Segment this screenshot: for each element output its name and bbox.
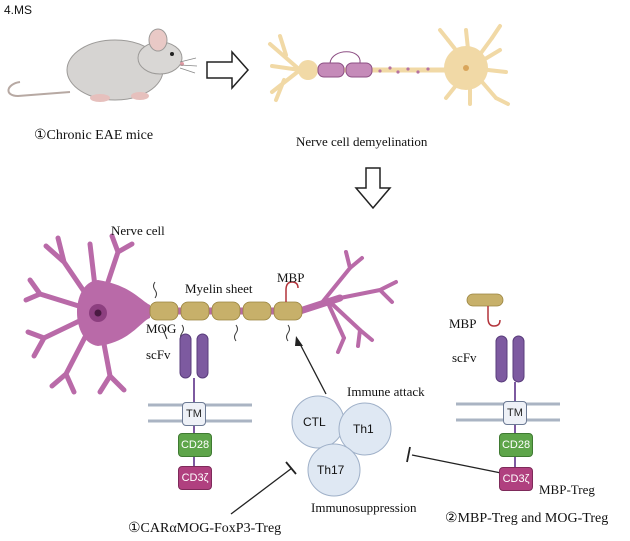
immunosuppression-label: Immunosuppression <box>311 500 417 515</box>
right-arrow-icon <box>206 50 250 90</box>
down-arrow-icon <box>354 167 392 210</box>
tm-box-left: TM <box>182 402 206 426</box>
step1-label: ①Chronic EAE mice <box>34 128 154 143</box>
step2-label: Nerve cell demyelination <box>296 134 428 149</box>
therapy1-label: ①CARαMOG-FoxP3-Treg <box>128 521 282 536</box>
cd28-box-left: CD28 <box>178 433 212 457</box>
nerve-cell-label: Nerve cell <box>111 223 165 238</box>
cell-th17: Th17 <box>317 463 345 477</box>
inhibition-line-left <box>230 467 293 515</box>
myelin-label: Myelin sheet <box>185 281 253 296</box>
cell-th1: Th1 <box>353 422 374 436</box>
cd3-box-left: CD3ζ <box>178 466 212 490</box>
cd3-box-right: CD3ζ <box>499 467 533 491</box>
scfv-label-left: scFv <box>146 347 171 362</box>
section-label: 4.MS <box>4 3 33 17</box>
mog-label: MOG <box>146 321 177 336</box>
tm-box-right: TM <box>503 401 527 425</box>
demyelinated-neuron <box>268 24 510 106</box>
cd28-box-right: CD28 <box>499 433 533 457</box>
immune-attack-label: Immune attack <box>347 384 425 399</box>
mbp-label-top: MBP <box>277 270 305 285</box>
attack-arrowhead-icon <box>295 336 303 346</box>
mbp-label-right: MBP <box>449 316 477 331</box>
cell-ctl: CTL <box>303 415 326 429</box>
scfv-label-right: scFv <box>452 350 477 365</box>
inhibition-line-right <box>411 454 507 475</box>
nerve-cell-illustration <box>23 233 398 395</box>
car-receptor-right <box>456 293 560 470</box>
mbp-treg-label: MBP-Treg <box>539 482 595 497</box>
immune-cells <box>291 395 392 497</box>
therapy2-label: ②MBP-Treg and MOG-Treg <box>445 511 609 526</box>
mouse-illustration <box>7 28 198 102</box>
